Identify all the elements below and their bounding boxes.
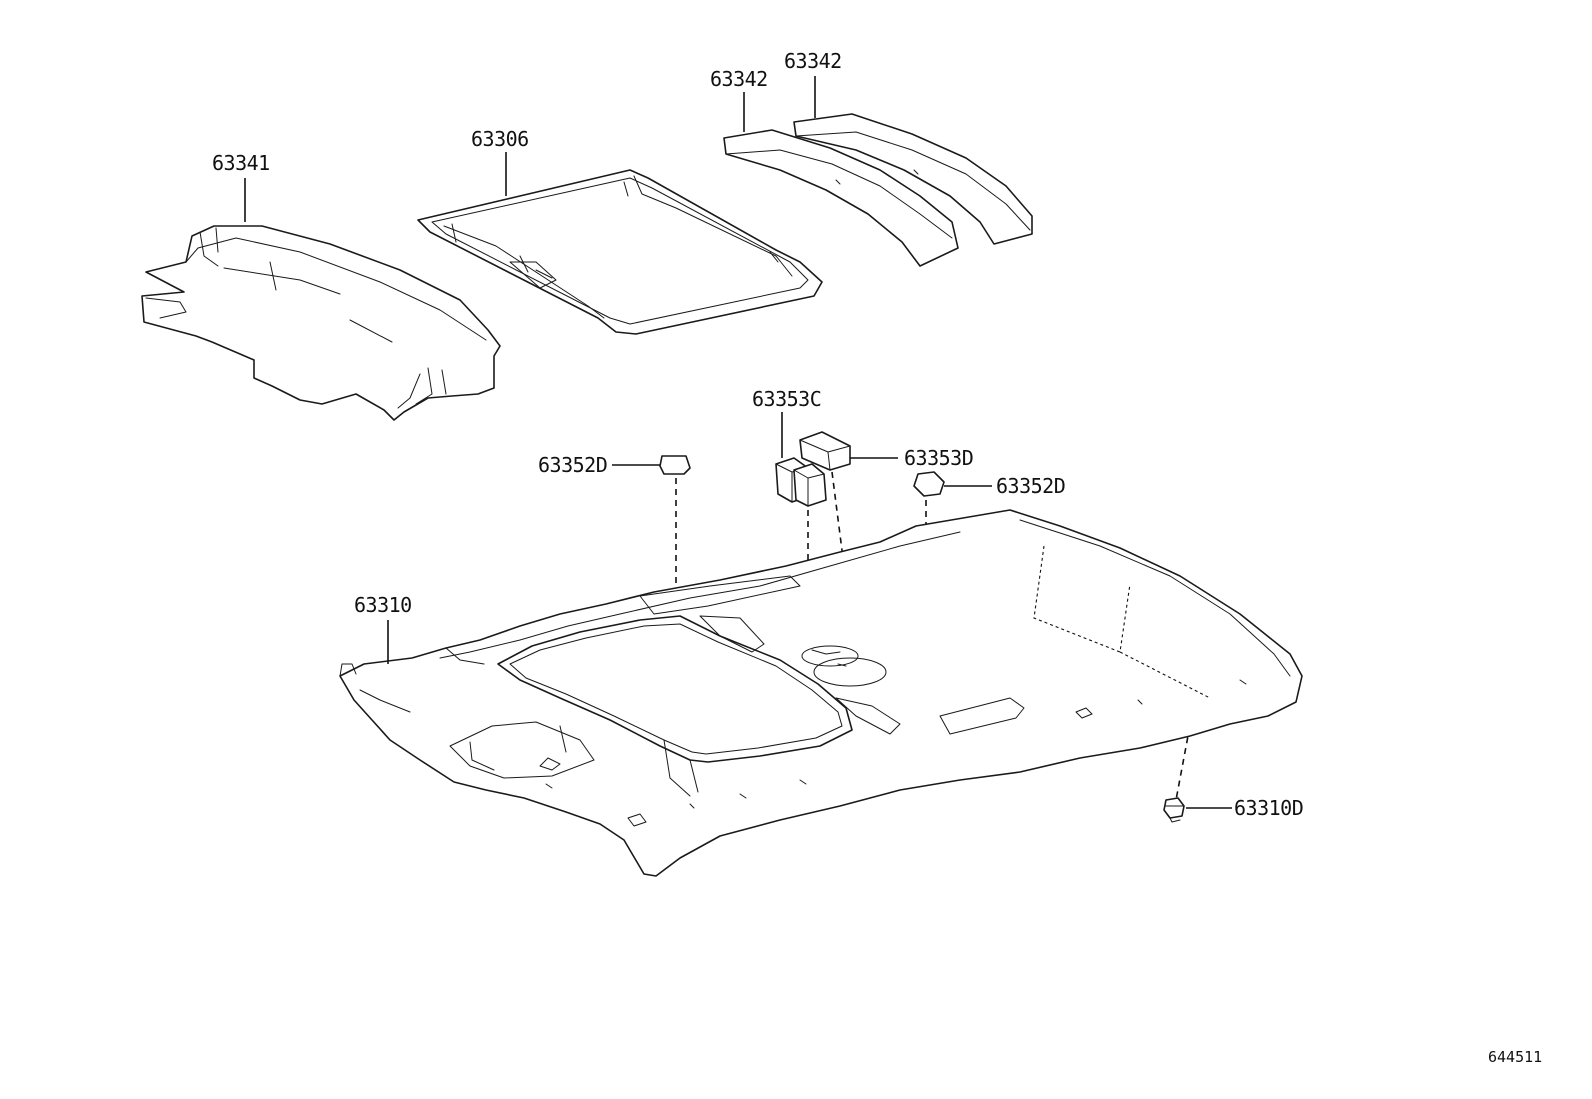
label-63352D-right: 63352D xyxy=(996,474,1065,498)
part-63353D-pad xyxy=(799,431,851,471)
label-63306: 63306 xyxy=(471,127,529,151)
part-63352D-right-pad xyxy=(913,471,945,497)
part-63310D-clip xyxy=(1163,797,1185,823)
label-63353C: 63353C xyxy=(752,387,821,411)
label-63341: 63341 xyxy=(212,151,270,175)
part-63352D-left-pad xyxy=(659,455,691,475)
part-63341-illustration xyxy=(141,225,501,421)
part-63306-illustration xyxy=(417,169,823,335)
diagram-id: 644511 xyxy=(1488,1048,1542,1066)
label-63353D: 63353D xyxy=(904,446,973,470)
label-63342-a: 63342 xyxy=(710,67,768,91)
part-63353C-pads xyxy=(775,457,827,507)
label-63342-b: 63342 xyxy=(784,49,842,73)
part-63342-strip-front xyxy=(723,129,959,267)
label-63352D-left: 63352D xyxy=(538,453,607,477)
part-63342-strip-rear xyxy=(793,113,1033,245)
part-63310-headliner xyxy=(339,509,1303,877)
label-63310: 63310 xyxy=(354,593,412,617)
label-63310D: 63310D xyxy=(1234,796,1303,820)
